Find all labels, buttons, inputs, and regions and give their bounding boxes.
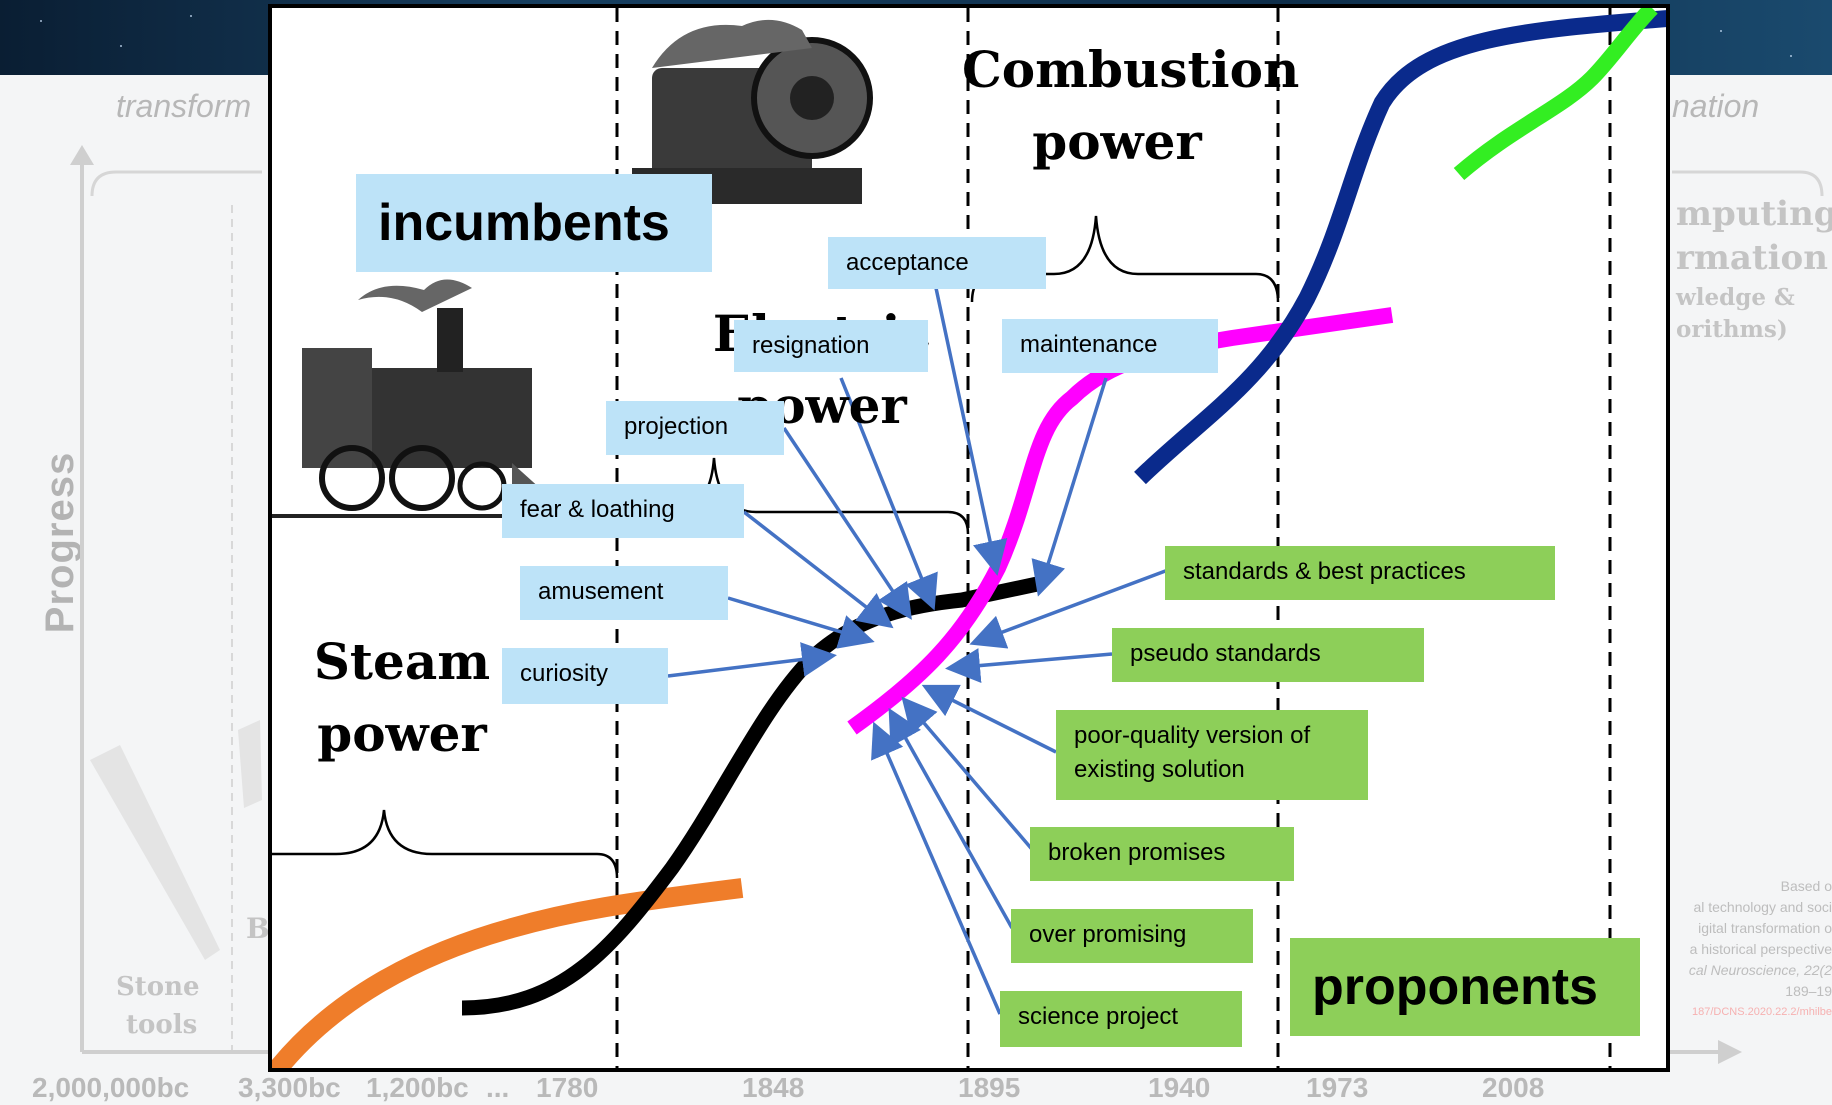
reaction-projection: projection [606, 401, 784, 455]
arrow-maintenance [1031, 377, 1108, 597]
citation-line: al technology and soci [1693, 899, 1832, 915]
bg-right-line-4: orithms) [1676, 316, 1788, 343]
arrow-poor-quality [921, 684, 1057, 754]
proponents-label: proponents [1290, 938, 1640, 1036]
citation-line: 189–19 [1785, 983, 1832, 999]
combustion-title-line-2: power [1032, 112, 1202, 171]
bg-right-header: nation [1672, 88, 1760, 124]
reaction-resignation: resignation [734, 320, 928, 372]
adoption-diagram-panel: Steam power Electric power Combustion po… [268, 4, 1670, 1072]
combustion-power-title: Combustion power [962, 34, 1300, 178]
bg-left-brace [90, 170, 262, 197]
reaction-amusement: amusement [520, 566, 728, 620]
arrow-pseudo-standards [945, 648, 1113, 683]
year-tick: 1848 [742, 1072, 805, 1103]
arrow-broken-promises [901, 696, 1038, 856]
bg-right-brace [1672, 170, 1824, 197]
bg-citation: Based o al technology and soci igital tr… [1666, 876, 1832, 1023]
combustion-title-line-1: Combustion [962, 40, 1300, 99]
arrow-acceptance [934, 287, 1008, 576]
citation-line: igital transformation o [1698, 920, 1832, 936]
arrow-standards [969, 568, 1169, 649]
year-tick: 1973 [1306, 1072, 1369, 1103]
steam-power-title: Steam power [312, 626, 492, 770]
steam-title-line-1: Steam [313, 632, 491, 691]
bg-x-axis-arrowhead [1718, 1040, 1742, 1064]
reaction-curiosity: curiosity [502, 648, 668, 704]
bg-right-line-2: rmation [1676, 238, 1828, 278]
arrow-over-promising [888, 707, 1014, 929]
reaction-acceptance: acceptance [828, 237, 1046, 289]
stage-poor-quality-version: poor-quality version of existing solutio… [1056, 710, 1368, 800]
steam-power-curve [272, 878, 744, 1068]
year-tick: ... [486, 1072, 510, 1103]
citation-line: Based o [1780, 878, 1832, 894]
bg-bronze-tool-shape [238, 720, 262, 808]
incumbents-label: incumbents [356, 174, 712, 272]
year-tick: 1940 [1148, 1072, 1211, 1103]
bg-stone-tools-1: Stone [116, 972, 200, 1002]
bg-b-fragment: B [246, 912, 270, 945]
steam-title-line-2: power [317, 704, 487, 763]
bg-right-line-3: wledge & [1676, 284, 1795, 311]
citation-line: 187/DCNS.2020.22.2/mhilbe [1691, 1006, 1832, 1018]
electric-generator-illustration [632, 19, 873, 204]
citation-line: cal Neuroscience, 22(2 [1688, 962, 1832, 978]
next-technology-curve [1453, 8, 1658, 181]
bg-y-axis-arrowhead [70, 145, 94, 165]
steam-locomotive-illustration [272, 279, 562, 518]
proponent-stage-arrows [871, 568, 1169, 1015]
steam-era-brace [272, 809, 619, 879]
incumbent-reaction-arrows [667, 287, 1108, 678]
bg-stone-tool-shape [90, 745, 220, 960]
arrow-amusement [727, 596, 875, 649]
stage-standards-best-practices: standards & best practices [1165, 546, 1555, 600]
stage-broken-promises: broken promises [1030, 827, 1294, 881]
reaction-maintenance: maintenance [1002, 319, 1218, 373]
arrow-science-project [871, 721, 1002, 1015]
year-tick: 1780 [536, 1072, 599, 1103]
reaction-fear-and-loathing: fear & loathing [502, 484, 744, 538]
arrow-resignation [839, 377, 938, 611]
year-tick: 1895 [958, 1072, 1021, 1103]
arrow-fear-loathing [742, 510, 894, 629]
stage-pseudo-standards: pseudo standards [1112, 628, 1424, 682]
year-tick: 1,200bc [366, 1072, 469, 1103]
bg-right-line-1: mputing [1676, 194, 1832, 234]
arrow-projection [782, 427, 912, 620]
year-tick: 2008 [1482, 1072, 1545, 1103]
bg-stone-tools-2: tools [126, 1010, 198, 1040]
bg-left-header: transform [116, 88, 252, 124]
year-tick: 3,300bc [238, 1072, 341, 1103]
citation-line: a historical perspective [1689, 941, 1832, 957]
stage-over-promising: over promising [1011, 909, 1253, 963]
year-tick: 2,000,000bc [32, 1072, 190, 1103]
arrow-curiosity [667, 642, 837, 678]
digital-curve [1134, 10, 1666, 485]
stage-science-project: science project [1000, 991, 1242, 1047]
